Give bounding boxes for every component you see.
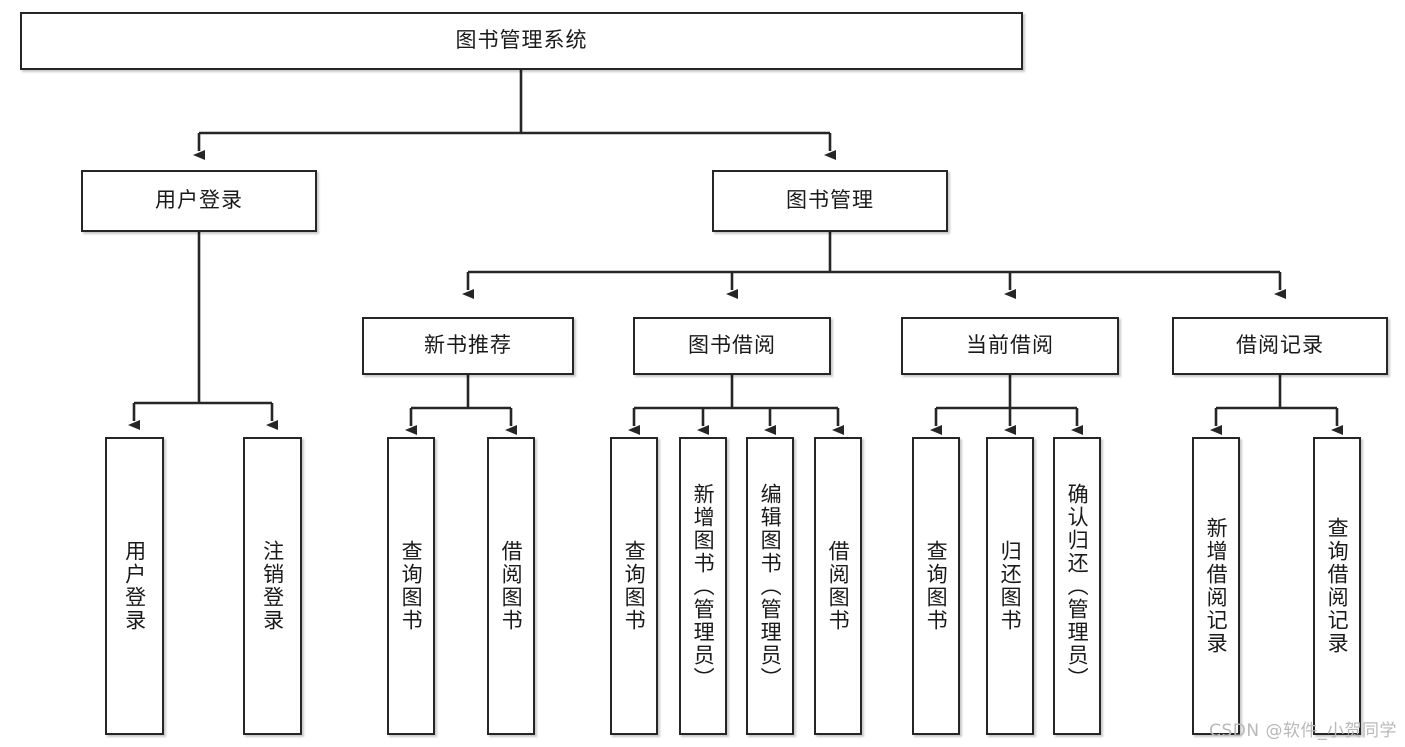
node-leaf-query-borrow-record-label: 查询借阅记录 (1325, 517, 1350, 655)
node-book-borrow-label: 图书借阅 (688, 333, 776, 358)
node-leaf-confirm-return-admin-label: 确认归还（管理员） (1065, 482, 1090, 690)
node-leaf-logout-login[interactable]: 注销登录 (243, 437, 302, 735)
node-root[interactable]: 图书管理系统 (20, 12, 1023, 70)
node-new-book-recommend-label: 新书推荐 (424, 333, 512, 358)
node-leaf-borrow-book-1[interactable]: 借阅图书 (487, 437, 535, 735)
node-new-book-recommend[interactable]: 新书推荐 (362, 317, 574, 375)
node-leaf-borrow-book-2[interactable]: 借阅图书 (814, 437, 862, 735)
node-book-borrow[interactable]: 图书借阅 (633, 317, 831, 375)
node-leaf-add-book-admin[interactable]: 新增图书（管理员） (679, 437, 727, 735)
node-leaf-query-borrow-record[interactable]: 查询借阅记录 (1313, 437, 1361, 735)
node-leaf-return-book[interactable]: 归还图书 (986, 437, 1034, 735)
node-leaf-edit-book-admin[interactable]: 编辑图书（管理员） (746, 437, 794, 735)
node-leaf-query-book-2[interactable]: 查询图书 (610, 437, 658, 735)
node-current-borrow[interactable]: 当前借阅 (901, 317, 1119, 375)
node-root-label: 图书管理系统 (455, 28, 588, 53)
watermark: CSDN @软件_小贺同学 (1209, 721, 1397, 741)
node-borrow-record-label: 借阅记录 (1236, 333, 1324, 358)
node-user-login[interactable]: 用户登录 (81, 170, 317, 232)
node-leaf-logout-login-label: 注销登录 (260, 540, 285, 632)
node-book-manage-label: 图书管理 (786, 188, 874, 213)
node-leaf-edit-book-admin-label: 编辑图书（管理员） (758, 482, 783, 690)
node-leaf-user-login-label: 用户登录 (122, 540, 147, 632)
node-leaf-query-book-1-label: 查询图书 (399, 540, 424, 632)
node-leaf-borrow-book-2-label: 借阅图书 (826, 540, 851, 632)
node-leaf-add-borrow-record-label: 新增借阅记录 (1204, 517, 1229, 655)
node-leaf-return-book-label: 归还图书 (998, 540, 1023, 632)
node-leaf-confirm-return-admin[interactable]: 确认归还（管理员） (1053, 437, 1101, 735)
node-user-login-label: 用户登录 (155, 188, 243, 213)
node-leaf-query-book-3-label: 查询图书 (924, 540, 949, 632)
node-leaf-query-book-2-label: 查询图书 (622, 540, 647, 632)
node-leaf-add-borrow-record[interactable]: 新增借阅记录 (1192, 437, 1240, 735)
node-leaf-borrow-book-1-label: 借阅图书 (499, 540, 524, 632)
node-leaf-user-login[interactable]: 用户登录 (105, 437, 164, 735)
node-leaf-query-book-1[interactable]: 查询图书 (387, 437, 435, 735)
node-current-borrow-label: 当前借阅 (966, 333, 1054, 358)
node-leaf-query-book-3[interactable]: 查询图书 (912, 437, 960, 735)
node-leaf-add-book-admin-label: 新增图书（管理员） (691, 482, 716, 690)
node-borrow-record[interactable]: 借阅记录 (1172, 317, 1388, 375)
node-book-manage[interactable]: 图书管理 (712, 170, 948, 232)
